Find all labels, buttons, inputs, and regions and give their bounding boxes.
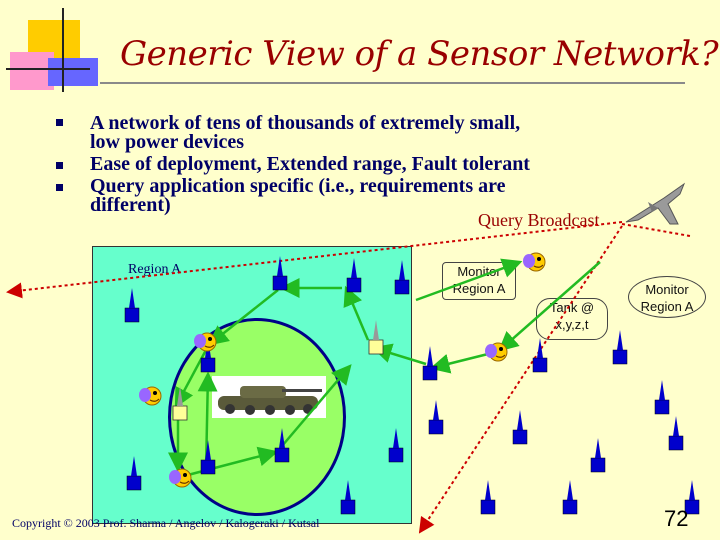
bullet-text: A network of tens of thousands of extrem… [90, 112, 521, 134]
title-divider [100, 82, 685, 84]
sensor-node [562, 479, 578, 515]
bullet-text: low power devices [90, 131, 245, 153]
callout-line: x,y,z,t [555, 317, 589, 332]
route-arrow [183, 446, 279, 478]
callout-line: Monitor [457, 264, 501, 279]
route-arrow [498, 261, 601, 352]
sensor-node [340, 479, 356, 515]
sensor-node [428, 399, 444, 435]
copyright-text: Copyright © 2003 Prof. Sharma / Angelov … [12, 516, 320, 530]
sensor-node [590, 437, 606, 473]
sensor-node [668, 415, 684, 451]
sensor-node [512, 409, 528, 445]
query-broadcast-label: Query Broadcast [478, 210, 600, 230]
callout-line: Region A [452, 281, 506, 296]
route-arrow [415, 258, 523, 302]
sensor-node [200, 439, 216, 475]
broadcast-line [621, 223, 691, 237]
bullet-text: different) [90, 194, 171, 216]
agent-icon [168, 468, 192, 488]
route-arrow [343, 285, 370, 341]
monitor-outer-callout: Monitor Region A [628, 276, 706, 318]
bullet-marker [56, 119, 63, 126]
callout-line: Region A [640, 299, 694, 314]
agent-icon [193, 332, 217, 352]
sensor-node [654, 379, 670, 415]
sensor-node [126, 455, 142, 491]
route-arrow [208, 289, 279, 346]
agent-icon [522, 252, 546, 272]
tank-image [212, 376, 326, 418]
aircraft-icon [624, 176, 688, 232]
bullet-text: Ease of deployment, Extended range, Faul… [90, 153, 530, 175]
callout-line: Monitor [645, 282, 689, 297]
route-arrow [281, 364, 352, 447]
page-number: 72 [664, 506, 689, 531]
agent-icon [138, 386, 162, 406]
sensor-node [388, 427, 404, 463]
broadcast-line [418, 225, 623, 534]
sensor-node [394, 259, 410, 295]
route-arrow [429, 350, 497, 374]
sensor-node [480, 479, 496, 515]
broadcast-line [6, 221, 623, 299]
corner-decoration [6, 68, 90, 70]
corner-decoration [48, 58, 98, 86]
bullet-text: Query application specific (i.e., requir… [90, 175, 506, 197]
callout-line: Tank @ [549, 300, 595, 315]
agent-icon [484, 342, 508, 362]
bullet-marker [56, 162, 63, 169]
page-title: Generic View of a Sensor Network? [120, 34, 719, 74]
corner-decoration [10, 52, 54, 90]
sensor-node [346, 257, 362, 293]
sensor-node [124, 287, 140, 323]
sensor-node [274, 427, 290, 463]
sensor-node [612, 329, 628, 365]
sensor-node [368, 319, 384, 355]
corner-decoration [62, 8, 64, 92]
bullet-marker [56, 184, 63, 191]
